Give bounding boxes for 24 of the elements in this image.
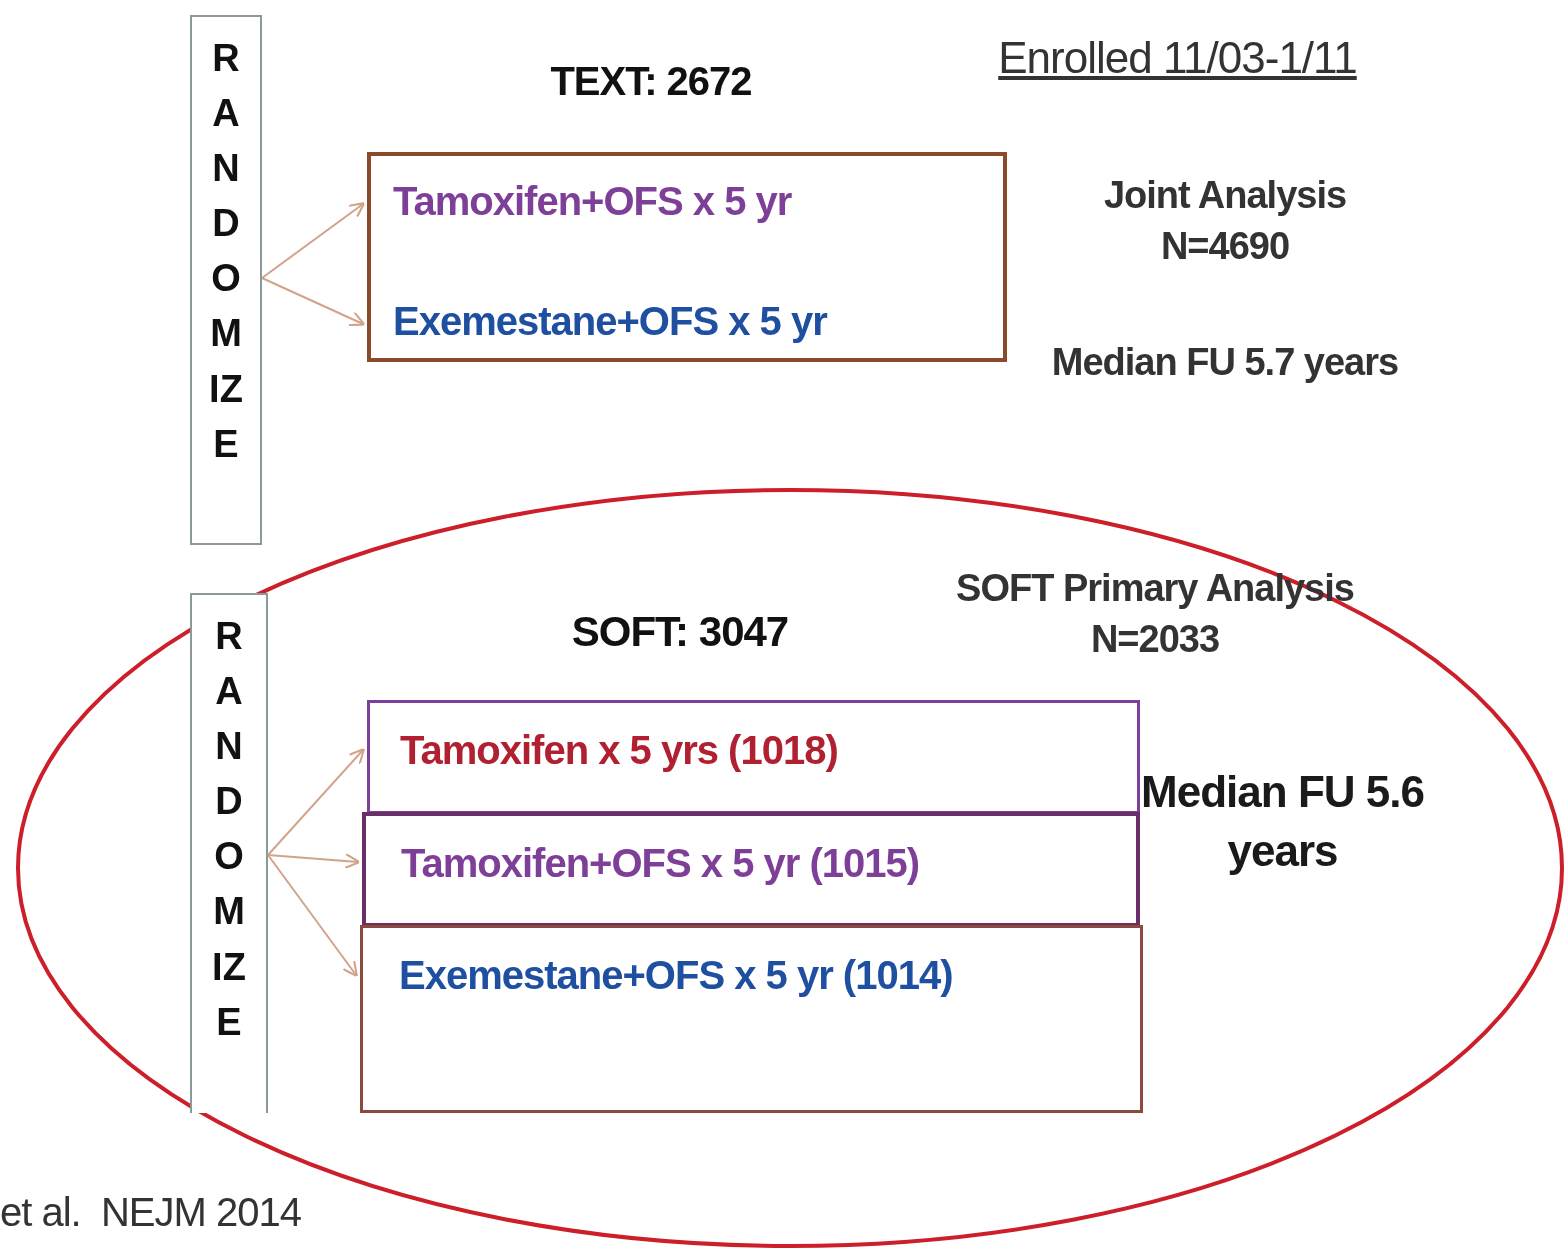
follow-up-note: Median FU 5.6 years: [1140, 766, 1425, 878]
arrow: [267, 854, 358, 978]
arm-box: [367, 700, 1140, 814]
arm-box: [360, 925, 1143, 1113]
vertical-label: RANDOMIZE: [208, 36, 244, 467]
citation: et al. NEJM 2014: [0, 1189, 302, 1236]
arrow: [267, 747, 365, 856]
arm-text: Tamoxifen+OFS x 5 yr: [371, 176, 1001, 232]
arm-text: Tamoxifen x 5 yrs (1018): [400, 727, 838, 774]
arrow: [267, 853, 361, 870]
enrollment-note: Enrolled 11/03-1/11: [997, 32, 1358, 84]
trial-heading: SOFT: 3047: [570, 607, 790, 657]
trial-heading: TEXT: 2672: [549, 58, 753, 105]
vertical-label: RANDOMIZE: [211, 614, 247, 1045]
arm-text: Exemestane+OFS x 5 yr: [371, 296, 1001, 352]
randomize-box: [190, 15, 262, 545]
follow-up-note: Median FU 5.7 years: [1050, 340, 1400, 385]
analysis-note: Joint Analysis N=4690: [1102, 173, 1348, 270]
arrow: [261, 202, 366, 279]
arm-text: Tamoxifen+OFS x 5 yr (1015): [401, 840, 920, 887]
arm-box: [362, 812, 1140, 927]
arm-text: Exemestane+OFS x 5 yr (1014): [399, 952, 953, 999]
randomize-box: [190, 593, 268, 1113]
arrow: [261, 277, 366, 327]
